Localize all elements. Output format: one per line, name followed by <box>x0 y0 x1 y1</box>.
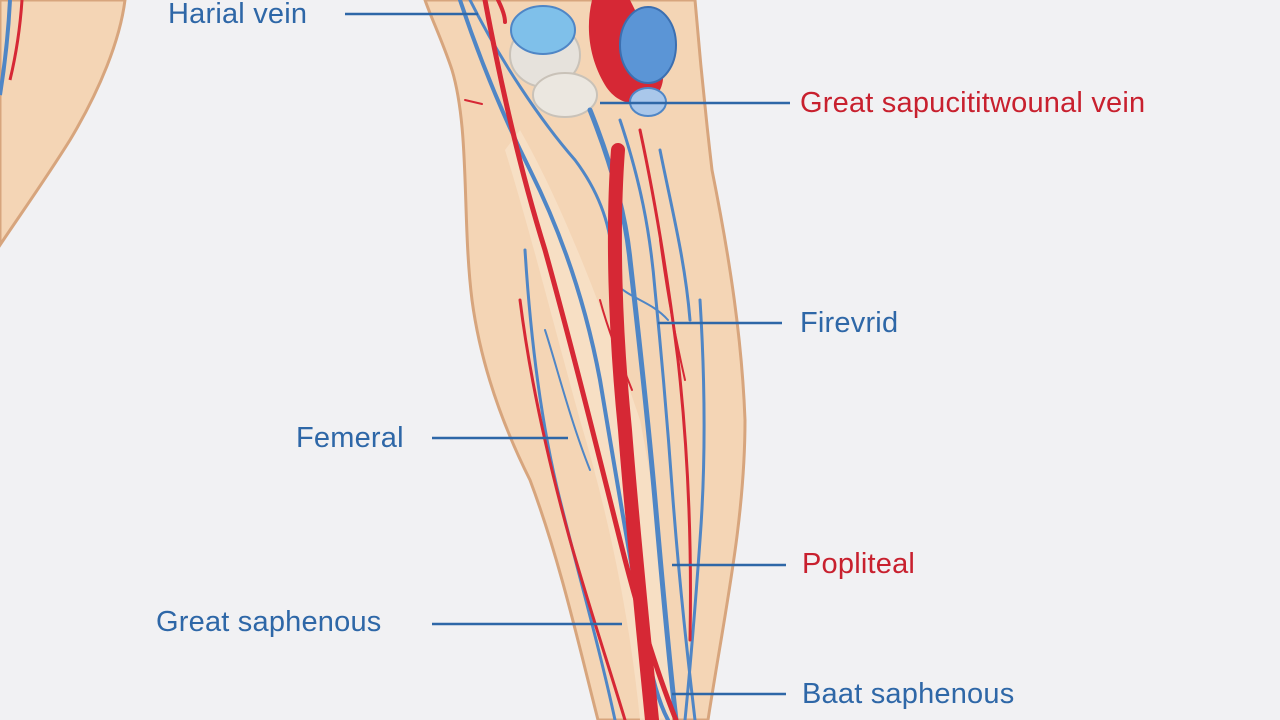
label-bottom-right: Baat saphenous <box>802 678 1015 710</box>
label-top-right: Great sapucititwounal vein <box>800 87 1146 119</box>
label-mid-left: Femeral <box>296 422 404 454</box>
leader-lines <box>345 12 790 696</box>
label-top-left: Harial vein <box>168 0 308 30</box>
label-mid-right: Firevrid <box>800 307 899 339</box>
label-lower-left: Great saphenous <box>156 606 382 638</box>
left-arm <box>0 0 127 248</box>
label-lower-right: Popliteal <box>802 548 916 580</box>
arteries <box>464 0 692 720</box>
